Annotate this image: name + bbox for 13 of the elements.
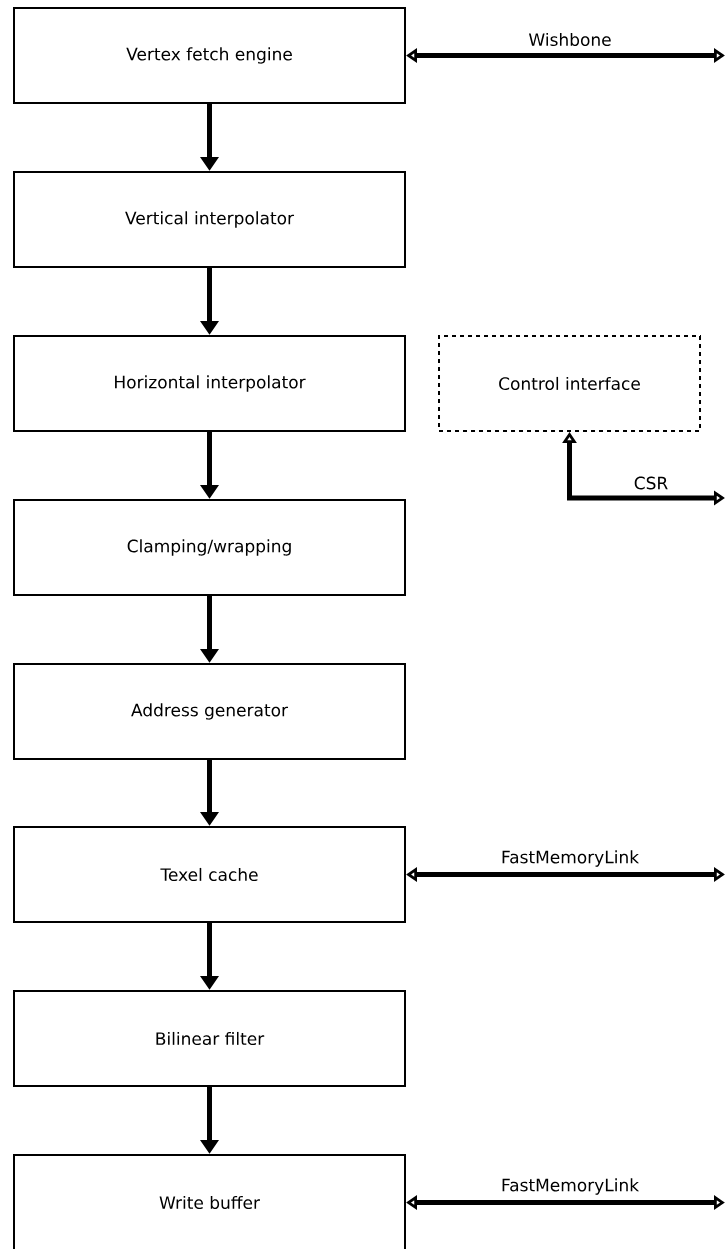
edge-label: FastMemoryLink bbox=[502, 1178, 640, 1195]
edge-label: Wishbone bbox=[528, 32, 611, 47]
dashed-box: Control interface bbox=[438, 335, 701, 432]
process-box: Vertical interpolator bbox=[13, 171, 406, 268]
process-box: Address generator bbox=[13, 663, 406, 760]
edge-label: FastMemoryLink bbox=[502, 850, 640, 867]
process-box: Vertex fetch engine bbox=[13, 7, 406, 104]
process-box: Horizontal interpolator bbox=[13, 335, 406, 432]
process-box: Texel cache bbox=[13, 826, 406, 923]
process-box: Clamping/wrapping bbox=[13, 499, 406, 596]
process-box: Bilinear filter bbox=[13, 990, 406, 1087]
edge-label: CSR bbox=[634, 476, 668, 490]
process-box: Write buffer bbox=[13, 1154, 406, 1249]
